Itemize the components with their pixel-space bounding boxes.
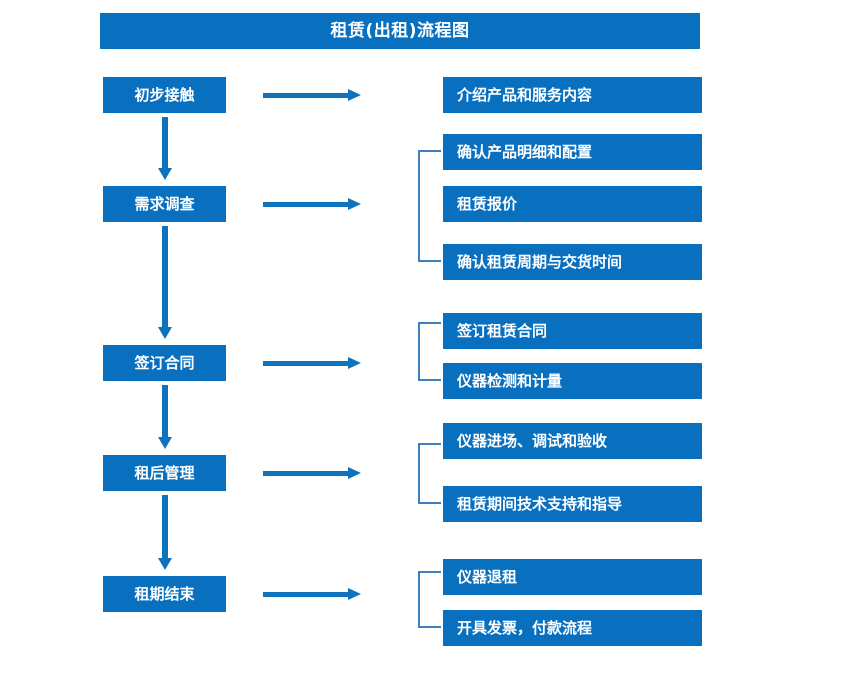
stage-label: 租后管理 xyxy=(134,463,195,482)
task-label: 仪器检测和计量 xyxy=(457,371,563,390)
stage-box-2[interactable]: 需求调查 xyxy=(103,186,226,222)
task-label: 租赁报价 xyxy=(457,194,518,213)
stage-box-3[interactable]: 签订合同 xyxy=(103,345,226,381)
stage-label: 租期结束 xyxy=(134,584,195,603)
task-label: 签订租赁合同 xyxy=(457,321,548,340)
stage-connector-arrow-down xyxy=(158,226,172,339)
page-title: 租赁(出租)流程图 xyxy=(330,20,470,41)
task-box-4[interactable]: 确认租赁周期与交货时间 xyxy=(443,244,702,280)
stage-label: 初步接触 xyxy=(134,85,195,104)
stage-connector-arrow-down xyxy=(158,385,172,449)
arrow-head-right-icon xyxy=(348,198,361,210)
chart-title-bar: 租赁(出租)流程图 xyxy=(100,13,700,49)
arrow-shaft xyxy=(263,592,349,597)
arrow-shaft xyxy=(263,93,349,98)
task-box-3[interactable]: 租赁报价 xyxy=(443,186,702,222)
task-label: 租赁期间技术支持和指导 xyxy=(457,494,623,513)
task-box-1[interactable]: 介绍产品和服务内容 xyxy=(443,77,702,113)
task-group-bracket xyxy=(418,443,441,504)
arrow-head-right-icon xyxy=(348,357,361,369)
arrow-shaft xyxy=(263,471,349,476)
arrow-shaft xyxy=(263,202,349,207)
task-label: 介绍产品和服务内容 xyxy=(457,85,593,104)
stage-connector-arrow-down xyxy=(158,117,172,180)
arrow-shaft xyxy=(162,226,168,327)
arrow-head-down-icon xyxy=(158,168,172,180)
arrow-head-right-icon xyxy=(348,588,361,600)
arrow-shaft xyxy=(162,495,168,558)
task-label: 仪器进场、调试和验收 xyxy=(457,431,608,450)
task-box-8[interactable]: 租赁期间技术支持和指导 xyxy=(443,486,702,522)
stage-connector-arrow-down xyxy=(158,495,172,570)
arrow-head-down-icon xyxy=(158,558,172,570)
task-label: 仪器退租 xyxy=(457,567,518,586)
task-box-6[interactable]: 仪器检测和计量 xyxy=(443,363,702,399)
arrow-shaft xyxy=(162,117,168,168)
stage-to-task-arrow-right xyxy=(263,87,361,103)
stage-box-1[interactable]: 初步接触 xyxy=(103,77,226,113)
arrow-shaft xyxy=(162,385,168,437)
task-box-10[interactable]: 开具发票，付款流程 xyxy=(443,610,702,646)
task-group-bracket xyxy=(418,571,441,628)
task-label: 确认产品明细和配置 xyxy=(457,142,593,161)
task-label: 确认租赁周期与交货时间 xyxy=(457,252,623,271)
arrow-head-right-icon xyxy=(348,89,361,101)
task-box-7[interactable]: 仪器进场、调试和验收 xyxy=(443,423,702,459)
stage-to-task-arrow-right xyxy=(263,196,361,212)
arrow-head-down-icon xyxy=(158,327,172,339)
arrow-head-right-icon xyxy=(348,467,361,479)
stage-label: 签订合同 xyxy=(134,353,195,372)
stage-box-5[interactable]: 租期结束 xyxy=(103,576,226,612)
arrow-head-down-icon xyxy=(158,437,172,449)
stage-to-task-arrow-right xyxy=(263,586,361,602)
arrow-shaft xyxy=(263,361,349,366)
stage-box-4[interactable]: 租后管理 xyxy=(103,455,226,491)
task-box-9[interactable]: 仪器退租 xyxy=(443,559,702,595)
task-box-5[interactable]: 签订租赁合同 xyxy=(443,313,702,349)
task-label: 开具发票，付款流程 xyxy=(457,618,593,637)
stage-to-task-arrow-right xyxy=(263,465,361,481)
task-group-bracket xyxy=(418,322,441,381)
task-group-bracket xyxy=(418,150,441,262)
stage-label: 需求调查 xyxy=(134,194,195,213)
task-box-2[interactable]: 确认产品明细和配置 xyxy=(443,134,702,170)
stage-to-task-arrow-right xyxy=(263,355,361,371)
